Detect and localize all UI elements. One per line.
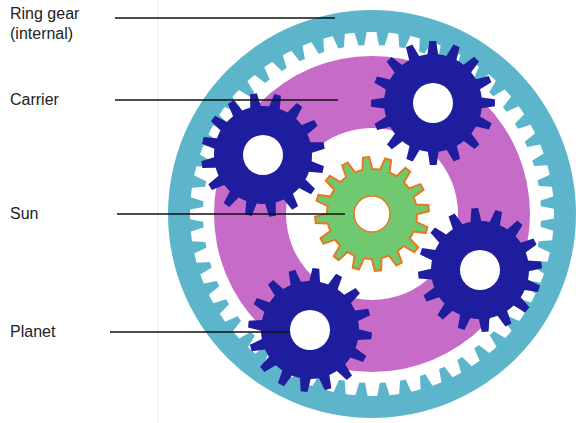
part-label: Ring gear (internal)	[10, 4, 96, 44]
part-label: Sun	[10, 204, 100, 224]
leader-line	[115, 17, 335, 19]
part-label: Planet	[10, 322, 100, 342]
page-rule	[158, 0, 159, 423]
planet-gear	[201, 93, 324, 216]
planet-teeth	[201, 93, 324, 216]
planet-gear	[418, 208, 542, 332]
planet-teeth	[248, 268, 372, 392]
leader-line	[117, 213, 345, 215]
leader-lines	[110, 18, 345, 332]
planet-teeth	[418, 208, 542, 332]
planet-hole	[460, 250, 500, 290]
planet-teeth	[371, 41, 495, 165]
planet-hole	[290, 310, 330, 350]
part-label: Carrier	[10, 90, 100, 110]
leader-line	[110, 331, 290, 333]
planet-hole	[413, 83, 453, 123]
planet-hole	[243, 135, 283, 175]
planet-gear	[248, 268, 372, 392]
planet-gear	[371, 41, 495, 165]
leader-line	[115, 99, 338, 101]
sun-hole	[354, 196, 390, 232]
